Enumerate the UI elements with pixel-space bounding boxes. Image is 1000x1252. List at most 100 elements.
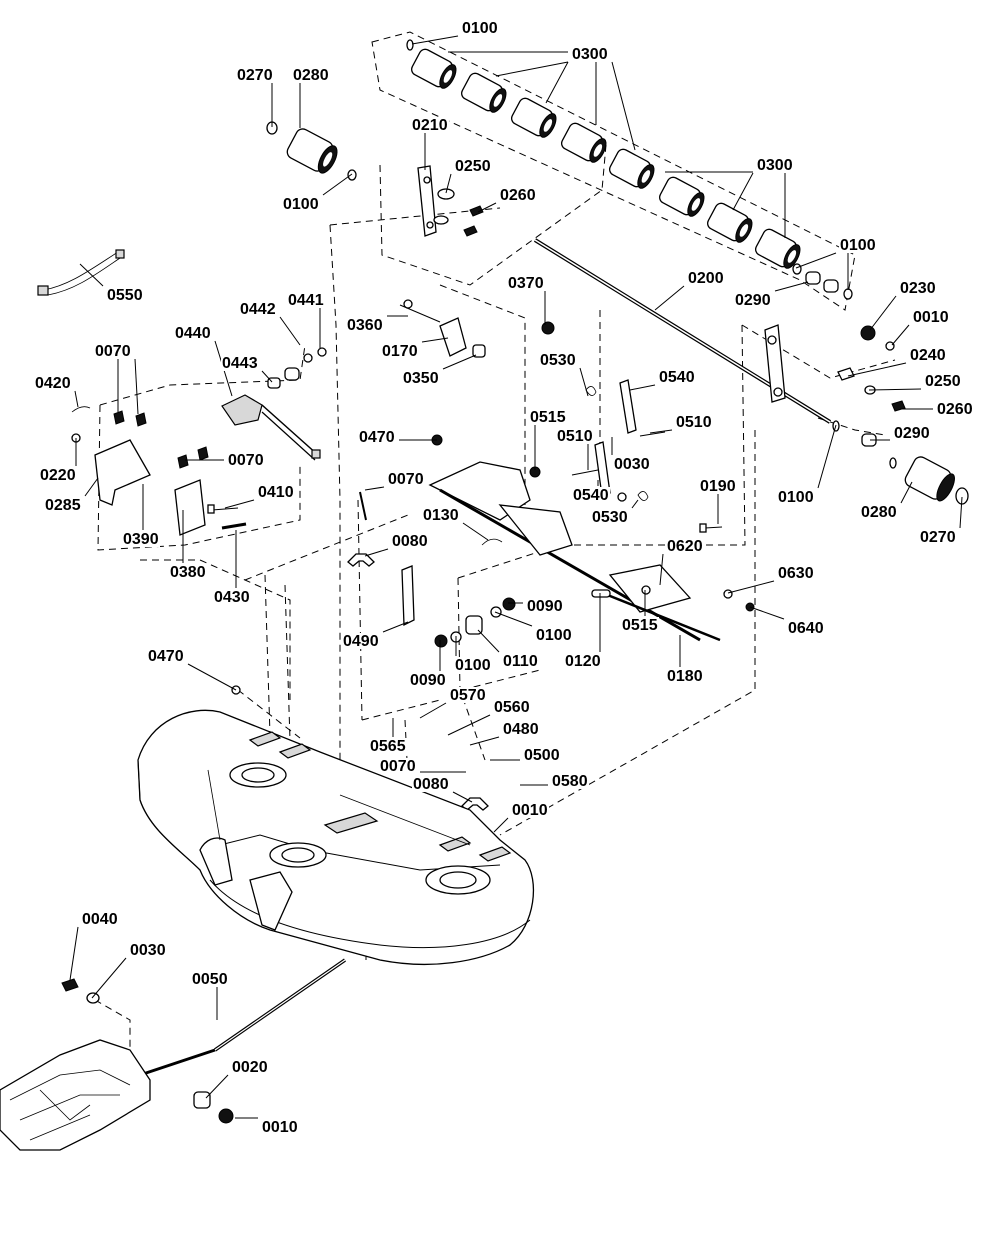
leader-line [445,173,452,194]
part-number-label: 0070 [388,471,424,488]
part-number-label: 0580 [552,773,588,790]
leader-line [421,337,449,343]
callout-0100: 0100 [454,636,492,674]
part-number-label: 0490 [343,633,379,650]
part-number-label: 0640 [788,620,824,637]
callout-0410: 0410 [224,484,295,509]
part-number-label: 0410 [258,484,294,501]
part-number-label: 0530 [592,509,628,526]
callout-0515: 0515 [621,590,659,634]
part-number-label: 0200 [688,270,724,287]
callout-0510: 0510 [649,414,713,434]
leader-line [817,424,837,489]
leader-line [74,390,79,408]
assembly-lines [94,31,896,1060]
callout-0040: 0040 [69,911,119,981]
part-number-label: 0290 [735,292,771,309]
part-number-label: 0430 [214,589,250,606]
callout-0070: 0070 [94,343,139,415]
callout-0550: 0550 [79,263,144,304]
part-number-label: 0565 [370,738,406,755]
callout-0390: 0390 [122,484,160,548]
callout-0100: 0100 [795,237,877,290]
part-number-label: 0070 [95,343,131,360]
part-number-label: 0530 [540,352,576,369]
callout-0480: 0480 [469,721,540,746]
callout-0070: 0070 [185,452,265,469]
callout-0530: 0530 [591,499,639,526]
part-number-label: 0040 [82,911,118,928]
part-number-label: 0100 [455,657,491,674]
callout-0570: 0570 [419,687,487,719]
part-number-label: 0270 [237,67,273,84]
part-number-label: 0030 [614,456,650,473]
callout-0190: 0190 [699,478,737,524]
part-number-label: 0120 [565,653,601,670]
callout-0442: 0442 [239,301,301,346]
part-number-label: 0470 [148,648,184,665]
callout-0640: 0640 [749,606,825,637]
part-number-label: 0010 [512,802,548,819]
part-number-label: 0090 [527,598,563,615]
callout-0420: 0420 [34,375,79,408]
part-number-label: 0100 [840,237,876,254]
part-number-label: 0100 [536,627,572,644]
callout-0170: 0170 [381,337,449,360]
callout-0280: 0280 [292,67,330,128]
callout-0050: 0050 [191,971,229,1020]
part-number-label: 0350 [403,370,439,387]
leader-line [469,736,500,746]
part-number-label: 0100 [778,489,814,506]
callout-0380: 0380 [169,510,207,581]
part-number-label: 0260 [500,187,536,204]
callout-0250: 0250 [445,158,492,194]
leader-line [649,429,673,434]
part-number-label: 0080 [392,533,428,550]
leader-line [654,285,685,311]
callout-0010: 0010 [235,1117,299,1136]
leader-line [494,611,533,627]
leader-line [322,173,353,196]
part-number-label: 0050 [192,971,228,988]
callout-0510: 0510 [556,428,594,470]
callout-0500: 0500 [490,747,561,764]
callout-0580: 0580 [520,773,589,790]
leader-line [261,370,273,383]
part-number-label: 0010 [913,309,949,326]
callout-0100: 0100 [411,20,499,45]
leader-line [84,477,99,497]
callout-0370: 0370 [507,275,546,325]
part-number-label: 0442 [240,301,276,318]
callout-0300: 0300 [448,46,636,151]
callout-0180: 0180 [666,635,704,685]
part-number-label: 0090 [410,672,446,689]
part-number-label: 0190 [700,478,736,495]
leader-line [774,281,809,292]
left-parts [37,249,367,695]
leader-line [134,358,139,415]
roller-1 [410,48,457,89]
leader-line [462,522,489,541]
callout-0200: 0200 [654,270,725,311]
part-number-label: 0560 [494,699,530,716]
callout-0530: 0530 [539,352,589,397]
part-number-label: 0280 [293,67,329,84]
brackets-and-shafts [347,165,906,811]
part-number-label: 0470 [359,429,395,446]
callout-0110: 0110 [477,629,540,670]
part-number-label: 0010 [262,1119,298,1136]
part-number-label: 0170 [382,343,418,360]
part-number-label: 0250 [925,373,961,390]
leader-line [495,61,569,77]
part-number-label: 0540 [573,487,609,504]
callout-0360: 0360 [346,315,408,334]
roller-3 [510,97,557,138]
roller-4 [560,122,607,163]
leader-line [364,548,389,557]
roller-left [286,128,338,174]
leader-line [732,172,754,211]
roller-6 [658,176,705,217]
part-number-label: 0180 [667,668,703,685]
callout-0630: 0630 [727,565,815,594]
